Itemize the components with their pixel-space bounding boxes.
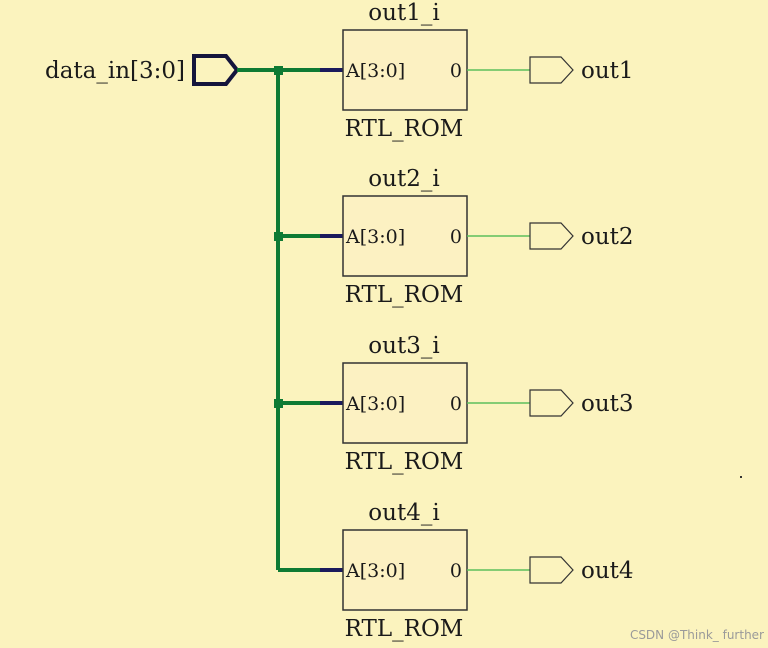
junction-dot <box>274 232 283 241</box>
rom-block[interactable] <box>342 362 468 444</box>
output-pin-label: 0 <box>450 226 462 248</box>
instance-name: out3_i <box>368 333 439 359</box>
output-port-icon[interactable] <box>529 222 574 250</box>
input-pin-label: A[3:0] <box>345 393 405 415</box>
instance-type: RTL_ROM <box>345 616 464 642</box>
output-port-icon[interactable] <box>529 389 574 417</box>
output-pin-label: 0 <box>450 560 462 582</box>
stray-dot <box>740 476 742 478</box>
input-pin-label: A[3:0] <box>345 560 405 582</box>
input-port-icon[interactable] <box>192 54 240 86</box>
output-port-label: out3 <box>581 391 634 417</box>
rom-instance-4[interactable]: out4_i A[3:0] 0 RTL_ROM out4 <box>278 500 634 642</box>
output-port-label: out2 <box>581 224 634 250</box>
instance-name: out1_i <box>368 0 439 26</box>
junction-dot <box>274 66 283 75</box>
rom-block[interactable] <box>342 29 468 111</box>
output-port-label: out1 <box>581 58 634 84</box>
instance-type: RTL_ROM <box>345 282 464 308</box>
output-pin-label: 0 <box>450 60 462 82</box>
watermark: CSDN @Think_ further <box>630 628 764 642</box>
instance-type: RTL_ROM <box>345 116 464 142</box>
rom-block[interactable] <box>342 529 468 611</box>
input-pin-label: A[3:0] <box>345 226 405 248</box>
input-pin-label: A[3:0] <box>345 60 405 82</box>
rom-instance-1[interactable]: out1_i A[3:0] 0 RTL_ROM out1 <box>274 0 634 142</box>
rom-instance-2[interactable]: out2_i A[3:0] 0 RTL_ROM out2 <box>274 166 634 308</box>
rom-instance-3[interactable]: out3_i A[3:0] 0 RTL_ROM out3 <box>274 333 634 475</box>
junction-dot <box>274 399 283 408</box>
instance-type: RTL_ROM <box>345 449 464 475</box>
instance-name: out4_i <box>368 500 439 526</box>
output-pin-label: 0 <box>450 393 462 415</box>
input-port-label: data_in[3:0] <box>45 58 185 84</box>
rom-block[interactable] <box>342 195 468 277</box>
output-port-icon[interactable] <box>529 56 574 84</box>
output-port-label: out4 <box>581 558 634 584</box>
instance-name: out2_i <box>368 166 439 192</box>
output-port-icon[interactable] <box>529 556 574 584</box>
